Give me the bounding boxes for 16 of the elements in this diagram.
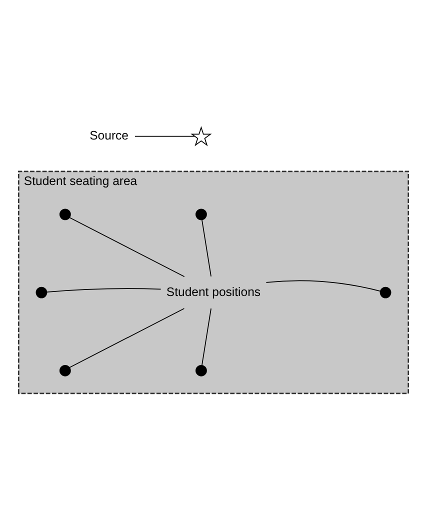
node-text: Student positions <box>166 284 261 299</box>
connector <box>134 136 196 137</box>
connector <box>202 219 212 277</box>
node-text: Source <box>90 128 128 143</box>
connector <box>201 308 212 366</box>
node-circle <box>196 208 207 220</box>
connector <box>266 280 381 292</box>
node-circle <box>36 286 48 298</box>
node-circle <box>59 208 71 220</box>
connector <box>46 288 162 292</box>
node-circle <box>380 286 392 298</box>
connector <box>69 217 185 278</box>
node-circle <box>196 364 207 376</box>
node-circle <box>59 364 71 376</box>
node-star <box>190 126 212 146</box>
connector <box>69 308 185 368</box>
